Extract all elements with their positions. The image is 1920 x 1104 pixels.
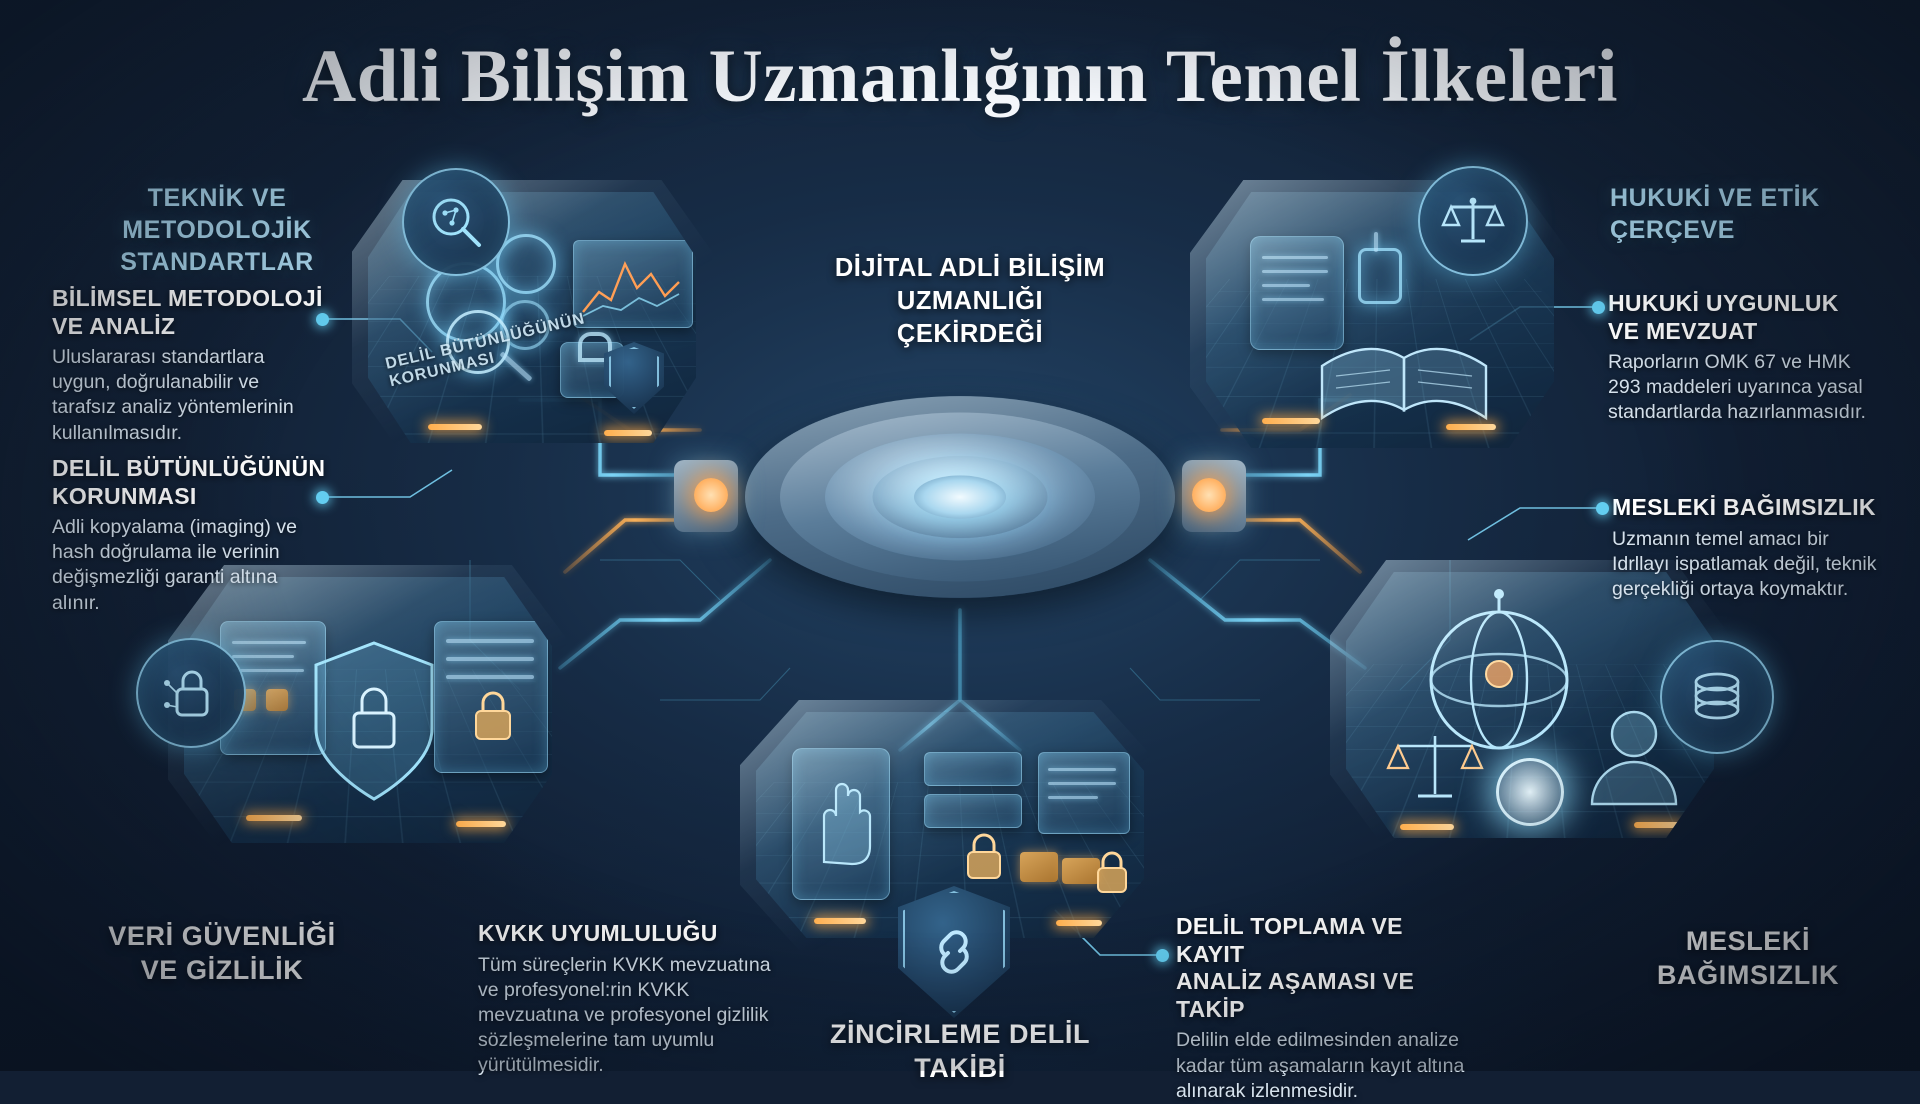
block-delil-butunlugu-body: Adli kopyalama (imaging) ve hash doğrula…	[52, 516, 297, 614]
section-heading-legal: HUKUKİ VE ETİK ÇERÇEVE	[1610, 182, 1910, 246]
section-heading-technical-line2: STANDARTLAR	[120, 248, 314, 276]
caption-zincirleme-delil: ZİNCİRLEME DELİL TAKİBİ	[829, 1019, 1091, 1083]
caption-mesleki-bagimsizlik-line2: BAĞIMSIZLIK	[1656, 959, 1840, 990]
block-kvkk-uyumlulugu-title: KVKK UYUMLULUĞU	[478, 920, 718, 946]
block-bilimsel-metodoloji-body: Uluslararası standartlara uygun, doğrula…	[52, 346, 294, 444]
core-label-line3: ÇEKİRDEĞİ	[896, 320, 1044, 349]
padlock-icon	[967, 833, 1001, 879]
handprint-biometric-icon	[822, 782, 872, 866]
section-heading-technical: TEKNİK VE METODOLOJİK STANDARTLAR	[52, 182, 382, 278]
connector-dot-hukuki	[1592, 301, 1605, 314]
section-heading-technical-line1: TEKNİK VE METODOLOJİK	[122, 184, 312, 244]
core-label-line1: DİJİTAL ADLİ BİLİŞİM	[834, 254, 1106, 282]
block-mesleki-bagimsizlik-body: Uzmanın temel amacı bir Idrllayı ispatla…	[1612, 527, 1877, 600]
page-title: Adli Bilişim Uzmanlığının Temel İlkeleri	[302, 35, 1618, 118]
caption-veri-guvenligi-line1: VERİ GÜVENLİĞİ	[108, 921, 336, 951]
padlock-icon	[1097, 851, 1127, 893]
shield-lock-icon	[314, 641, 434, 801]
caption-mesleki-bagimsizlik: MESLEKİ BAĞIMSIZLIK	[1608, 925, 1888, 993]
padlock-icon	[475, 691, 511, 740]
section-heading-legal-line2: ÇERÇEVE	[1610, 216, 1736, 244]
section-heading-legal-line1: HUKUKİ VE ETİK	[1610, 184, 1820, 212]
caption-veri-guvenligi: VERİ GÜVENLİĞİ VE GİZLİLİK	[62, 920, 382, 988]
small-scales-icon	[1386, 736, 1484, 798]
core-label: DİJİTAL ADLİ BİLİŞİM UZMANLIĞI ÇEKİRDEĞİ	[810, 252, 1130, 351]
infographic-canvas: DELİL BÜTÜNLÜĞÜNÜN KORUNMASI	[0, 0, 1920, 1071]
block-mesleki-bagimsizlik: MESLEKİ BAĞIMSIZLIK Uzmanın temel amacı …	[1612, 494, 1884, 602]
connector-dot-mesleki	[1596, 502, 1609, 515]
block-delil-toplama-body: Delilin elde edilmesinden analize kadar …	[1176, 1029, 1465, 1102]
magnifier-circuit-icon	[402, 168, 510, 276]
connector-dot-bilimsel	[316, 313, 329, 326]
scales-of-justice-icon	[1418, 166, 1528, 276]
connector-dot-delil-toplama	[1156, 949, 1169, 962]
block-kvkk-uyumlulugu: KVKK UYUMLULUĞU Tüm süreçlerin KVKK mevz…	[478, 920, 778, 1078]
block-hukuki-uygunluk-body: Raporların OMK 67 ve HMK 293 maddeleri u…	[1608, 351, 1866, 424]
caption-mesleki-bagimsizlik-line1: MESLEKİ	[1685, 926, 1811, 956]
core-label-line2: UZMANLIĞI	[896, 287, 1044, 316]
chain-shield-icon	[898, 886, 1010, 1018]
block-kvkk-uyumlulugu-body: Tüm süreçlerin KVKK mevzuatına ve profes…	[478, 953, 771, 1077]
block-mesleki-bagimsizlik-title: MESLEKİ BAĞIMSIZLIK	[1612, 494, 1876, 520]
caption-veri-guvenligi-line2: VE GİZLİLİK	[140, 954, 304, 985]
server-stack-icon	[1660, 640, 1774, 754]
central-core	[674, 352, 1246, 642]
connector-dot-delil-butunlugu	[316, 491, 329, 504]
padlock-circuit-icon	[136, 638, 246, 748]
